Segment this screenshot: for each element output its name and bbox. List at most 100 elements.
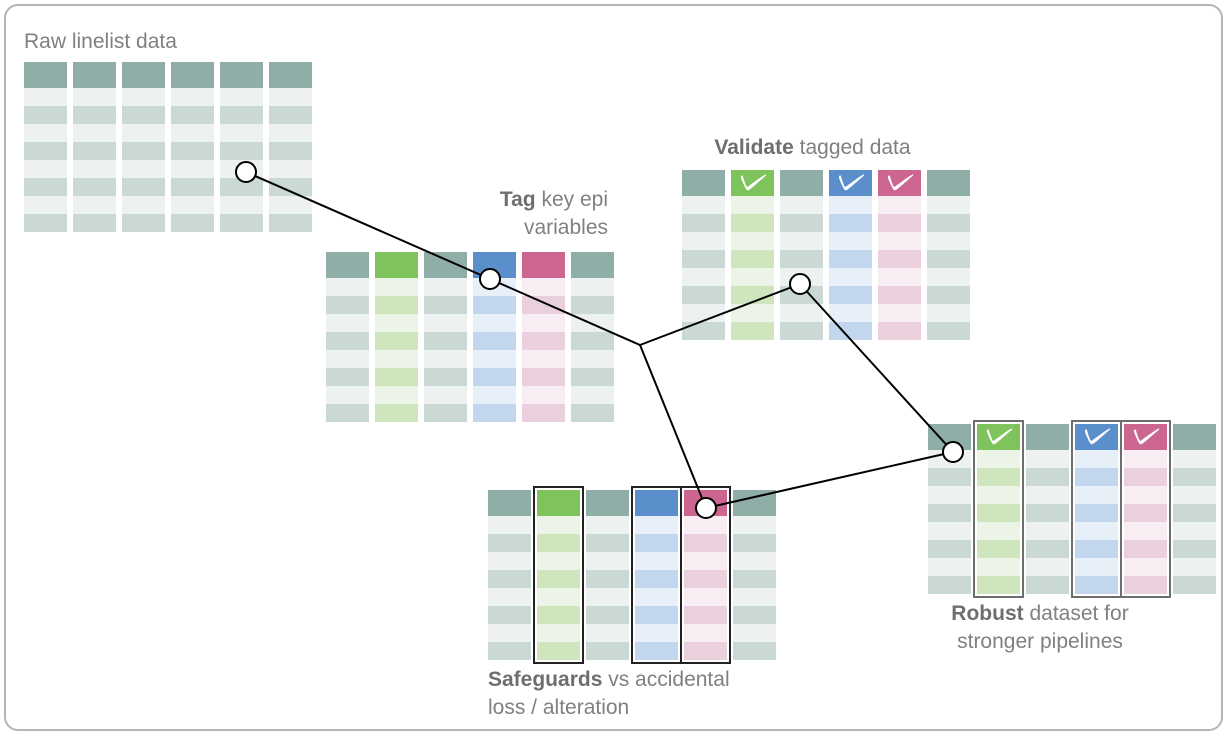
table-column-neutral — [122, 62, 165, 232]
table-cell — [829, 286, 872, 304]
column-cells — [1075, 424, 1118, 594]
table-cell — [122, 124, 165, 142]
table-cell — [522, 350, 565, 368]
table-cell — [928, 522, 971, 540]
check-icon — [1133, 428, 1159, 445]
table-cell — [682, 196, 725, 214]
column-header-cell — [829, 170, 872, 196]
table-column-neutral — [928, 424, 971, 594]
table-cell — [488, 606, 531, 624]
caption-validate-text: tagged data — [793, 136, 911, 159]
table-cell — [733, 642, 776, 660]
table-cell — [731, 196, 774, 214]
table-cell — [977, 468, 1020, 486]
table-column-blue-protected — [1071, 420, 1122, 598]
table-cell — [171, 106, 214, 124]
table-cell — [122, 88, 165, 106]
table-cell — [220, 88, 263, 106]
table-cell — [488, 534, 531, 552]
table-cell — [1075, 504, 1118, 522]
table-cell — [473, 368, 516, 386]
caption-tag: Tag key epi variables — [328, 186, 608, 242]
table-cell — [171, 196, 214, 214]
column-cells — [1124, 424, 1167, 594]
column-header-cell — [269, 62, 312, 88]
table-cell — [780, 250, 823, 268]
table-cell — [878, 286, 921, 304]
table-cell — [24, 160, 67, 178]
table-columns — [682, 170, 970, 340]
table-column-neutral — [171, 62, 214, 232]
table-cell — [424, 314, 467, 332]
column-header-cell — [878, 170, 921, 196]
table-column-neutral — [586, 490, 629, 660]
table-cell — [122, 196, 165, 214]
column-header-cell — [171, 62, 214, 88]
check-icon — [838, 174, 864, 191]
table-cell — [537, 570, 580, 588]
column-header-cell — [73, 62, 116, 88]
caption-safeguards: Safeguards vs accidental loss / alterati… — [488, 666, 788, 722]
table-cell — [571, 332, 614, 350]
table-cell — [326, 278, 369, 296]
table-cell — [684, 552, 727, 570]
table-cell — [220, 160, 263, 178]
table-cell — [571, 278, 614, 296]
table-cell — [977, 558, 1020, 576]
table-cell — [586, 534, 629, 552]
table-cell — [684, 570, 727, 588]
check-icon — [986, 428, 1012, 445]
column-cells — [780, 170, 823, 340]
table-cell — [220, 214, 263, 232]
table-cell — [780, 286, 823, 304]
table-cell — [927, 250, 970, 268]
column-header-cell — [537, 490, 580, 516]
table-cell — [424, 350, 467, 368]
table-cell — [171, 178, 214, 196]
validate-tagged-data-table — [682, 170, 970, 340]
column-cells — [571, 252, 614, 422]
table-cell — [684, 534, 727, 552]
table-cell — [571, 296, 614, 314]
table-cell — [522, 368, 565, 386]
table-cell — [684, 588, 727, 606]
table-cell — [1173, 450, 1216, 468]
table-cell — [733, 516, 776, 534]
table-cell — [269, 124, 312, 142]
column-header-cell — [326, 252, 369, 278]
table-cell — [733, 534, 776, 552]
column-cells — [878, 170, 921, 340]
column-cells — [684, 490, 727, 660]
table-cell — [171, 160, 214, 178]
column-header-cell — [682, 170, 725, 196]
table-column-green-protected — [973, 420, 1024, 598]
table-cell — [586, 570, 629, 588]
table-cell — [73, 142, 116, 160]
table-cell — [473, 404, 516, 422]
table-column-neutral — [326, 252, 369, 422]
table-cell — [635, 552, 678, 570]
table-cell — [1124, 540, 1167, 558]
table-cell — [220, 124, 263, 142]
table-cell — [731, 214, 774, 232]
table-column-neutral — [424, 252, 467, 422]
table-cell — [829, 250, 872, 268]
column-header-cell — [424, 252, 467, 278]
table-cell — [571, 386, 614, 404]
table-cell — [1173, 576, 1216, 594]
table-cell — [878, 196, 921, 214]
table-cell — [928, 450, 971, 468]
column-cells — [977, 424, 1020, 594]
table-cell — [375, 332, 418, 350]
caption-robust-text: dataset for stronger pipelines — [957, 602, 1129, 653]
table-cell — [927, 268, 970, 286]
table-cell — [1075, 558, 1118, 576]
table-cell — [326, 404, 369, 422]
table-cell — [780, 268, 823, 286]
table-cell — [73, 160, 116, 178]
table-cell — [488, 624, 531, 642]
table-cell — [488, 588, 531, 606]
table-cell — [780, 196, 823, 214]
column-cells — [220, 62, 263, 232]
